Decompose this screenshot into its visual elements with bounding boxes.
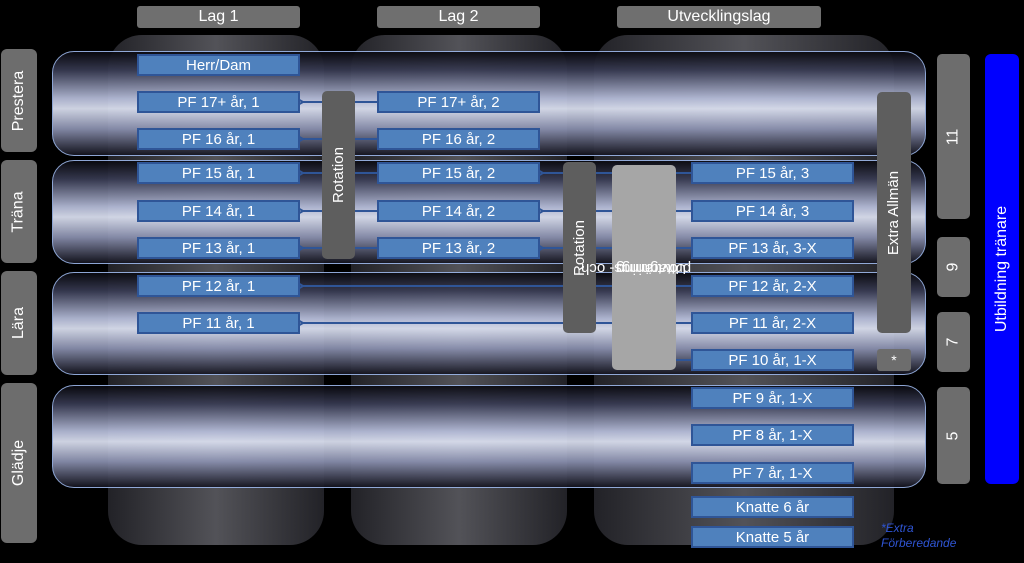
box-utv-pf13: PF 13 år, 3-X [691, 237, 854, 259]
box-lag2-pf16: PF 16 år, 2 [377, 128, 540, 150]
box-lag1-pf15: PF 15 år, 1 [137, 162, 300, 184]
row-label-trana: Träna [1, 160, 37, 263]
box-utv-pf12: PF 12 år, 2-X [691, 275, 854, 297]
box-utv-knatte5: Knatte 5 år [691, 526, 854, 548]
box-lag2-pf17: PF 17+ år, 2 [377, 91, 540, 113]
number-11: 11 [937, 54, 970, 219]
footnote-line1: *Extra [881, 521, 914, 535]
box-utv-pf10: PF 10 år, 1-X [691, 349, 854, 371]
box-utv-pf15: PF 15 år, 3 [691, 162, 854, 184]
star-marker: * [877, 349, 911, 371]
box-lag1-herrdam: Herr/Dam [137, 54, 300, 76]
column-header-utvecklingslag: Utvecklingslag [617, 6, 821, 28]
extra-allman-bar: Extra Allmän [877, 92, 911, 333]
footnote-line2: Förberedande [881, 536, 957, 550]
box-lag1-pf13: PF 13 år, 1 [137, 237, 300, 259]
box-lag2-pf13: PF 13 år, 2 [377, 237, 540, 259]
uttagning-line2: provträning [616, 259, 692, 277]
box-lag1-pf16: PF 16 år, 1 [137, 128, 300, 150]
row-label-prestera: Prestera [1, 49, 37, 152]
column-header-lag2: Lag 2 [377, 6, 540, 28]
row-label-lara: Lära [1, 271, 37, 375]
box-lag2-pf14: PF 14 år, 2 [377, 200, 540, 222]
box-utv-pf11: PF 11 år, 2-X [691, 312, 854, 334]
box-utv-knatte6: Knatte 6 år [691, 496, 854, 518]
box-utv-pf14: PF 14 år, 3 [691, 200, 854, 222]
number-7: 7 [937, 312, 970, 372]
box-lag1-pf14: PF 14 år, 1 [137, 200, 300, 222]
column-header-lag1: Lag 1 [137, 6, 300, 28]
rotation-bar-lag1-lag2: Rotation [322, 91, 355, 259]
utbildning-tranare-bar: Utbildning tränare [985, 54, 1019, 484]
number-9: 9 [937, 237, 970, 297]
box-lag2-pf15: PF 15 år, 2 [377, 162, 540, 184]
number-5: 5 [937, 387, 970, 484]
box-lag1-pf17: PF 17+ år, 1 [137, 91, 300, 113]
box-utv-pf9: PF 9 år, 1-X [691, 387, 854, 409]
box-utv-pf8: PF 8 år, 1-X [691, 424, 854, 446]
box-lag1-pf11: PF 11 år, 1 [137, 312, 300, 334]
box-lag1-pf12: PF 12 år, 1 [137, 275, 300, 297]
rotation-bar-lag2-utv: Rotation [563, 162, 596, 333]
footnote: *Extra Förberedande [881, 521, 991, 551]
box-utv-pf7: PF 7 år, 1-X [691, 462, 854, 484]
row-label-gladje: Glädje [1, 383, 37, 543]
